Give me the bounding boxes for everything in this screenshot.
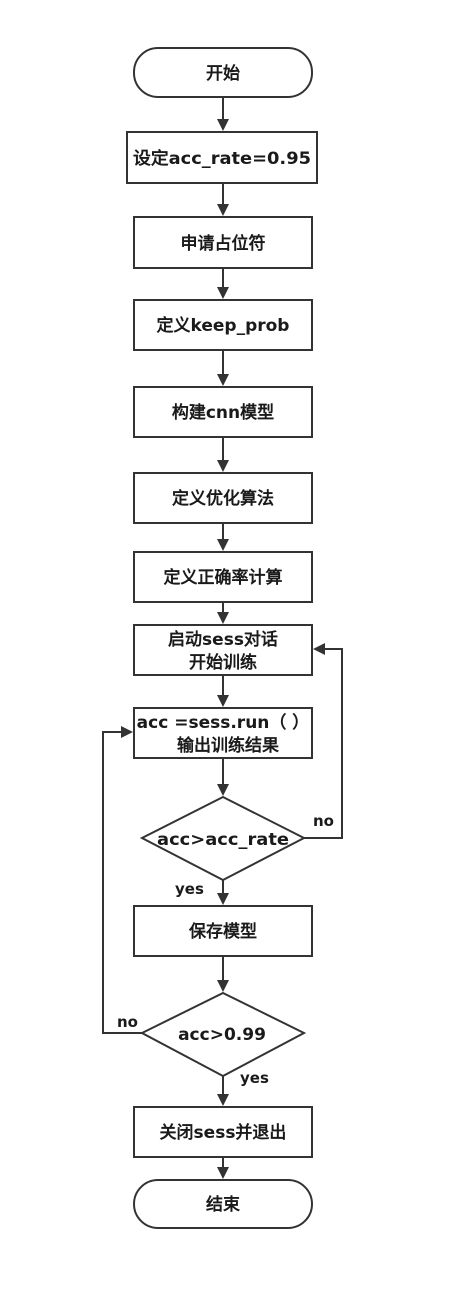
decision-rate-label: acc>acc_rate bbox=[157, 830, 289, 850]
run-box: acc =sess.run（ ） 输出训练结果 bbox=[133, 707, 313, 759]
build-cnn-label: 构建cnn模型 bbox=[172, 402, 274, 423]
branch-label-no-final: no bbox=[117, 1013, 138, 1031]
branch-label-yes-final: yes bbox=[240, 1069, 269, 1087]
loop-no-rate-to-session bbox=[304, 648, 343, 839]
start-label: 开始 bbox=[206, 63, 240, 84]
arrowhead bbox=[217, 539, 229, 551]
placeholders-label: 申请占位符 bbox=[181, 233, 266, 254]
optimizer-label: 定义优化算法 bbox=[172, 488, 274, 509]
optimizer-box: 定义优化算法 bbox=[133, 472, 313, 524]
arrowhead bbox=[217, 784, 229, 796]
run-label-line2: 输出训练结果 bbox=[177, 735, 279, 756]
close-box: 关闭sess并退出 bbox=[133, 1106, 313, 1158]
arrowhead bbox=[313, 643, 325, 655]
set-rate-label: 设定acc_rate=0.95 bbox=[133, 148, 311, 169]
end-label: 结束 bbox=[206, 1194, 240, 1215]
accuracy-box: 定义正确率计算 bbox=[133, 551, 313, 603]
arrowhead bbox=[217, 1094, 229, 1106]
close-label: 关闭sess并退出 bbox=[160, 1122, 287, 1143]
decision-final-label: acc>0.99 bbox=[178, 1025, 266, 1045]
save-model-box: 保存模型 bbox=[133, 905, 313, 957]
session-label-line2: 开始训练 bbox=[189, 652, 257, 673]
keep-prob-box: 定义keep_prob bbox=[133, 299, 313, 351]
session-box: 启动sess对话 开始训练 bbox=[133, 624, 313, 676]
start-terminal: 开始 bbox=[133, 47, 313, 98]
end-terminal: 结束 bbox=[133, 1179, 313, 1229]
loop-no-final-to-run bbox=[102, 731, 142, 1034]
arrowhead bbox=[217, 695, 229, 707]
arrowhead bbox=[217, 460, 229, 472]
session-label-line1: 启动sess对话 bbox=[168, 629, 278, 650]
save-model-label: 保存模型 bbox=[188, 921, 257, 942]
decision-final-diamond: acc>0.99 bbox=[139, 991, 307, 1078]
arrowhead bbox=[217, 119, 229, 131]
arrowhead bbox=[217, 980, 229, 992]
branch-label-no-rate: no bbox=[313, 812, 334, 830]
arrowhead bbox=[217, 287, 229, 299]
decision-rate-diamond: acc>acc_rate bbox=[139, 795, 307, 882]
arrowhead bbox=[217, 612, 229, 624]
arrowhead bbox=[217, 204, 229, 216]
connectors bbox=[102, 97, 343, 1179]
branch-label-yes-rate: yes bbox=[175, 880, 204, 898]
set-rate-box: 设定acc_rate=0.95 bbox=[126, 131, 318, 184]
accuracy-label: 定义正确率计算 bbox=[164, 567, 283, 588]
arrowhead bbox=[121, 726, 133, 738]
build-cnn-box: 构建cnn模型 bbox=[133, 386, 313, 438]
run-label-line1: acc =sess.run（ ） bbox=[137, 712, 310, 733]
placeholders-box: 申请占位符 bbox=[133, 216, 313, 269]
arrowhead bbox=[217, 893, 229, 905]
arrowhead bbox=[217, 1167, 229, 1179]
keep-prob-label: 定义keep_prob bbox=[157, 315, 290, 336]
arrowhead bbox=[217, 374, 229, 386]
